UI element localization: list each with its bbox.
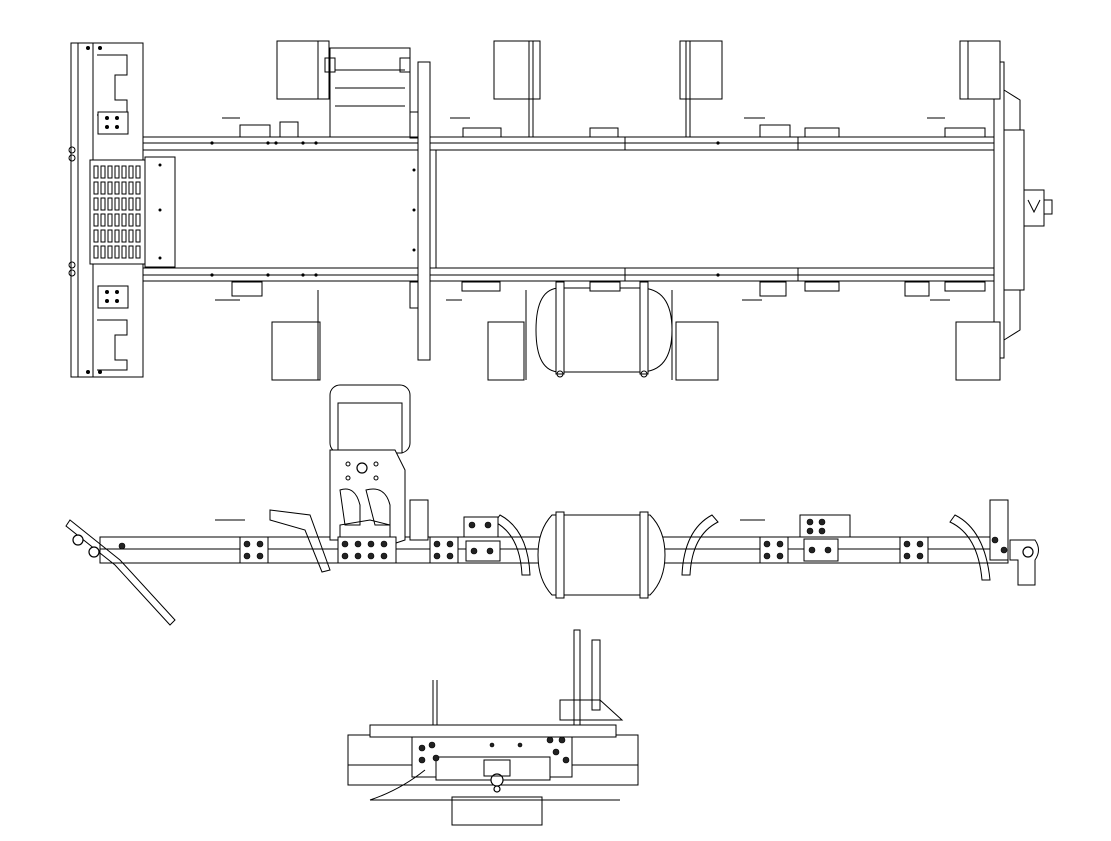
rear-crossmember	[993, 61, 1005, 359]
lower-mounts	[215, 281, 1001, 381]
end-plate	[451, 796, 543, 826]
upper-bolt-blocks	[222, 117, 986, 138]
crossmember-plate	[417, 61, 431, 361]
battery-box	[276, 40, 330, 100]
end-view	[347, 629, 639, 826]
tow-arm	[65, 519, 176, 626]
side-view	[65, 384, 1039, 626]
side-bolt-plates	[239, 499, 1009, 564]
front-bumper	[68, 42, 176, 378]
frame-rails	[142, 136, 1006, 282]
grille-slots	[93, 165, 141, 259]
top-view	[68, 40, 1053, 381]
rear-tow-hook	[1009, 539, 1039, 586]
upper-mounts	[493, 40, 1001, 137]
end-bolts	[418, 736, 570, 764]
side-air-tank	[537, 514, 666, 596]
